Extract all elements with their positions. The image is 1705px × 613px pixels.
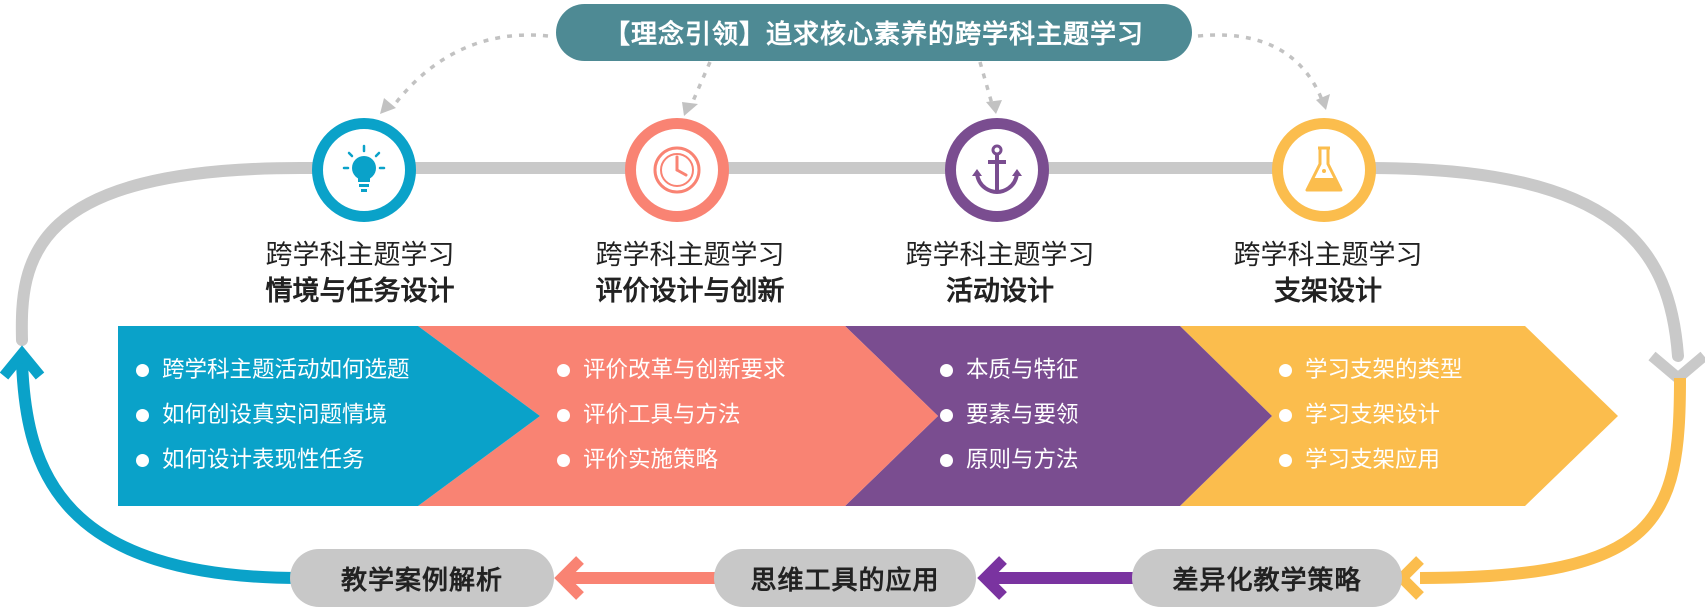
column-title: 活动设计 xyxy=(946,276,1054,307)
column-heading-2: 跨学科主题学习 评价设计与创新 xyxy=(560,238,820,310)
list-item: 评价实施策略 xyxy=(553,438,786,483)
flask-circle xyxy=(1272,118,1376,222)
dashed-arrow-4 xyxy=(1197,33,1324,101)
band-coral xyxy=(418,326,938,506)
list-item: 如何创设真实问题情境 xyxy=(132,393,410,438)
left-return-line xyxy=(16,361,301,584)
anchor-icon xyxy=(972,144,1022,195)
top-track xyxy=(15,162,1684,362)
coral-arrowhead xyxy=(554,556,584,600)
list-item: 评价工具与方法 xyxy=(553,393,786,438)
differentiated-teaching-pill: 差异化教学策略 xyxy=(1132,549,1402,607)
dashed-arrowhead-4 xyxy=(1316,94,1330,110)
band-list-4: 学习支架的类型 学习支架设计 学习支架应用 xyxy=(1275,348,1463,483)
dashed-arrowhead-1 xyxy=(380,98,396,114)
list-item: 原则与方法 xyxy=(936,438,1079,483)
list-item: 学习支架设计 xyxy=(1275,393,1463,438)
column-subtitle: 跨学科主题学习 xyxy=(265,240,455,271)
left-up-arrowhead xyxy=(0,345,45,380)
column-subtitle: 跨学科主题学习 xyxy=(1233,240,1423,271)
dashed-arrowhead-3 xyxy=(986,100,1002,114)
column-heading-4: 跨学科主题学习 支架设计 xyxy=(1198,238,1458,310)
column-title: 情境与任务设计 xyxy=(265,276,455,307)
clock-icon xyxy=(653,146,701,194)
dashed-arrowhead-2 xyxy=(682,102,698,116)
list-item: 评价改革与创新要求 xyxy=(553,348,786,393)
yellow-left-arrowhead xyxy=(1394,556,1424,600)
list-item: 如何设计表现性任务 xyxy=(132,438,410,483)
case-analysis-pill: 教学案例解析 xyxy=(290,549,554,607)
anchor-circle xyxy=(945,118,1049,222)
list-item: 学习支架的类型 xyxy=(1275,348,1463,393)
clock-circle xyxy=(625,118,729,222)
dashed-arrow-3 xyxy=(978,61,994,105)
band-blue xyxy=(118,326,540,506)
dashed-arrow-1 xyxy=(390,33,549,110)
lightbulb-circle xyxy=(312,118,416,222)
flask-icon xyxy=(1305,146,1343,192)
column-heading-1: 跨学科主题学习 情境与任务设计 xyxy=(230,238,490,310)
lightbulb-icon xyxy=(342,144,386,192)
column-heading-3: 跨学科主题学习 活动设计 xyxy=(870,238,1130,310)
dashed-arrow-2 xyxy=(688,61,712,109)
list-item: 跨学科主题活动如何选题 xyxy=(132,348,410,393)
list-item: 要素与要领 xyxy=(936,393,1079,438)
band-list-1: 跨学科主题活动如何选题 如何创设真实问题情境 如何设计表现性任务 xyxy=(132,348,410,483)
list-item: 本质与特征 xyxy=(936,348,1079,393)
band-list-2: 评价改革与创新要求 评价工具与方法 评价实施策略 xyxy=(553,348,786,483)
purple-arrowhead xyxy=(977,556,1007,600)
column-subtitle: 跨学科主题学习 xyxy=(595,240,785,271)
list-item: 学习支架应用 xyxy=(1275,438,1463,483)
column-title: 支架设计 xyxy=(1274,276,1382,307)
thinking-tools-pill: 思维工具的应用 xyxy=(714,549,976,607)
title-banner: 【理念引领】追求核心素养的跨学科主题学习 xyxy=(556,4,1192,61)
column-title: 评价设计与创新 xyxy=(595,276,785,307)
column-subtitle: 跨学科主题学习 xyxy=(905,240,1095,271)
right-return-line xyxy=(1419,377,1686,584)
band-list-3: 本质与特征 要素与要领 原则与方法 xyxy=(936,348,1079,483)
